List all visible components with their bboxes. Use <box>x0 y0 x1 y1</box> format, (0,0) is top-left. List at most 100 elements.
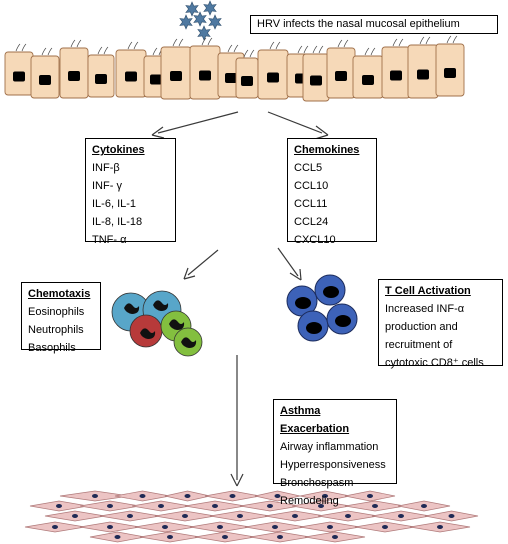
muscle-nucleus <box>162 525 168 529</box>
epithelial-nucleus <box>199 70 211 81</box>
muscle-nucleus <box>107 525 113 529</box>
cilia <box>364 47 376 56</box>
arrows <box>151 111 329 487</box>
virus-cluster <box>179 0 222 41</box>
muscle-nucleus <box>114 535 121 539</box>
chemotaxis-box: Chemotaxis Eosinophils Neutrophils Basop… <box>21 282 101 354</box>
t-cell-cluster <box>286 274 358 342</box>
arrow-to-chemotaxis <box>187 249 219 276</box>
chemokine-item: CCL24 <box>294 216 329 228</box>
muscle-nucleus <box>182 514 188 518</box>
epithelial-nucleus <box>335 71 347 81</box>
cytokines-heading: Cytokines <box>92 144 145 156</box>
chemokine-item: CCL11 <box>294 198 328 210</box>
cell-nucleus <box>169 319 185 330</box>
muscle-nucleus <box>448 514 455 518</box>
epithelial-nucleus <box>68 71 80 81</box>
muscle-nucleus <box>217 525 223 529</box>
epithelial-nucleus <box>444 68 456 78</box>
muscle-nucleus <box>345 514 351 518</box>
muscle-nucleus <box>332 535 338 539</box>
muscle-nucleus <box>72 514 78 518</box>
chemokine-item: CCL5 <box>294 162 323 174</box>
cilia <box>227 44 239 53</box>
muscle-nucleus <box>372 504 378 508</box>
tcell-heading: T Cell Activation <box>385 285 471 297</box>
epithelial-nucleus <box>310 75 322 86</box>
cytokine-item: INF-β <box>92 162 120 174</box>
chemokines-box: Chemokines CCL5 CCL10 CCL11 CCL24 CXCL10 <box>287 138 377 246</box>
muscle-nucleus <box>167 535 173 539</box>
epithelial-nucleus <box>125 71 137 82</box>
muscle-nucleus <box>272 525 278 529</box>
cilia <box>41 47 53 56</box>
cilia <box>269 41 281 50</box>
tcell-item: cytotoxic CD8⁺ cells <box>385 357 484 369</box>
tcell-item: recruitment of <box>385 339 453 351</box>
cytokine-item: IL-6, IL-1 <box>92 198 137 210</box>
title-caption: HRV infects the nasal mucosal epithelium <box>250 15 498 34</box>
epithelial-nucleus <box>13 71 25 82</box>
cell-nucleus <box>181 337 197 348</box>
virus-particle <box>203 0 217 16</box>
muscle-nucleus <box>222 535 228 539</box>
smooth-muscle-layer <box>24 490 479 543</box>
cilia <box>446 35 458 44</box>
muscle-nucleus <box>292 514 298 518</box>
t-cell-nucleus <box>295 297 311 309</box>
cilia <box>172 38 184 47</box>
muscle-nucleus <box>382 525 388 529</box>
tcell-item: production and <box>385 321 458 333</box>
t-cell-nucleus <box>306 322 322 334</box>
epithelial-nucleus <box>417 69 429 80</box>
cytokine-item: IL-8, IL-18 <box>92 216 143 228</box>
epithelial-nucleus <box>39 75 51 85</box>
asthma-item: Airway inflammation <box>280 441 379 453</box>
asthma-exacerbation-box: Asthma Exacerbation Airway inflammation … <box>273 399 397 507</box>
cilia <box>97 46 109 55</box>
cilia <box>312 45 324 54</box>
epithelial-nucleus <box>390 70 402 81</box>
tcell-item: Increased INF-α <box>385 303 465 315</box>
muscle-nucleus <box>322 494 328 498</box>
virus-particle <box>185 1 199 17</box>
cytokines-box: Cytokines INF-β INF- γ IL-6, IL-1 IL-8, … <box>85 138 176 246</box>
cilia <box>15 43 27 52</box>
epithelial-nucleus <box>225 73 237 83</box>
tcell-activation-box: T Cell Activation Increased INF-α produc… <box>378 279 503 369</box>
arrow-to-cytokines <box>157 111 239 134</box>
nasal-epithelium <box>4 35 465 102</box>
muscle-nucleus <box>437 525 443 529</box>
cilia <box>243 49 255 58</box>
cell-nucleus <box>140 328 156 339</box>
granulocyte-cluster <box>111 290 203 357</box>
epithelial-nucleus <box>150 74 162 85</box>
muscle-nucleus <box>56 504 62 508</box>
virus-particle <box>208 14 222 30</box>
asthma-item: Remodeling <box>280 495 339 507</box>
cilia <box>70 39 82 48</box>
chemotaxis-item: Eosinophils <box>28 306 85 318</box>
cilia <box>127 41 139 50</box>
t-cell-nucleus <box>323 286 339 298</box>
cilia <box>337 39 349 48</box>
arrow-to-tcell-head <box>289 268 302 281</box>
muscle-nucleus <box>229 494 236 498</box>
cell-nucleus <box>153 300 169 311</box>
muscle-nucleus <box>52 525 58 529</box>
muscle-nucleus <box>139 494 146 498</box>
muscle-nucleus <box>274 494 281 498</box>
muscle-nucleus <box>212 504 218 508</box>
muscle-nucleus <box>127 514 133 518</box>
cilia <box>392 38 404 47</box>
muscle-nucleus <box>267 504 273 508</box>
arrow-to-chemotaxis-head <box>183 267 196 280</box>
epithelial-nucleus <box>95 74 107 84</box>
arrow-to-muscle-head <box>230 473 244 487</box>
muscle-nucleus <box>398 514 404 518</box>
cilia <box>201 37 213 46</box>
muscle-nucleus <box>158 504 164 508</box>
cilia <box>297 45 309 54</box>
muscle-nucleus <box>277 535 283 539</box>
